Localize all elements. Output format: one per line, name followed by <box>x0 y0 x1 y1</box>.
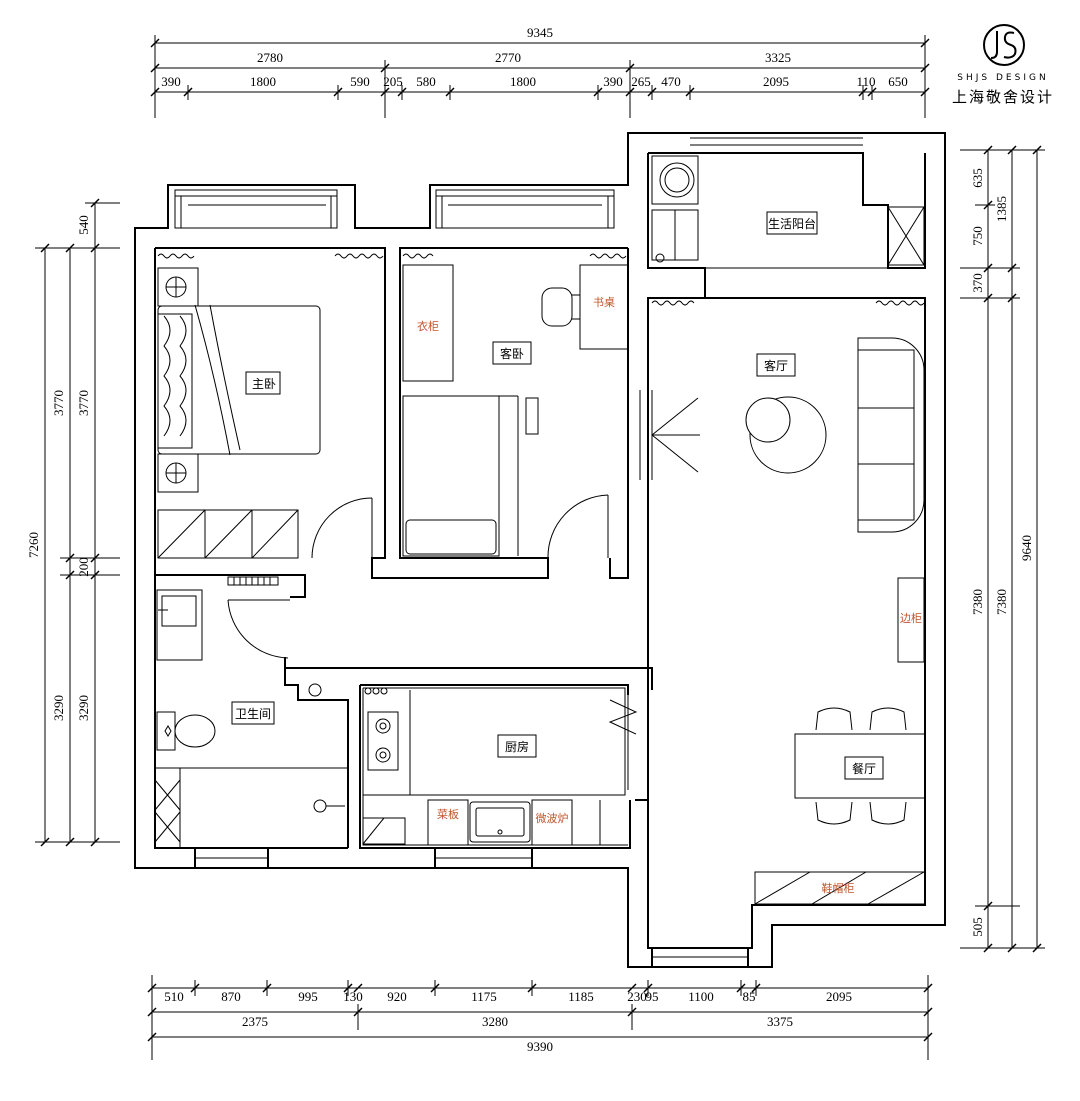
dim-right-a-1: 635 <box>970 168 985 188</box>
toilet <box>156 711 216 751</box>
room-kitchen: 厨房 <box>505 739 529 754</box>
dim-bottom-detail-5: 920 <box>387 989 407 1004</box>
dim-top-total: 9345 <box>527 25 553 40</box>
dim-bottom-detail-9: 95 <box>646 989 659 1004</box>
label-shoe-cabinet: 鞋帽柜 <box>822 881 855 895</box>
brand-logo: SHJS DESIGN 上海敬舍设计 <box>952 24 1054 106</box>
windows <box>174 137 888 958</box>
dim-left-b-1: 3770 <box>51 390 66 416</box>
dimension-labels-left: 7260 3770 3290 540 3770 200 3290 <box>26 215 91 721</box>
dimension-labels-top: 9345 2780 2770 3325 390 1800 590 205 580… <box>161 25 908 89</box>
dim-top-detail-2: 1800 <box>250 74 276 89</box>
dim-top-mid-3: 3325 <box>765 50 791 65</box>
balcony-cabinet <box>887 206 925 266</box>
guest-wardrobe <box>402 264 454 382</box>
room-living-room: 客厅 <box>764 358 788 373</box>
dim-right-b-1: 1385 <box>994 196 1009 222</box>
label-side-cabinet: 边柜 <box>900 612 922 625</box>
room-bathroom: 卫生间 <box>235 707 271 721</box>
dim-top-detail-3: 590 <box>350 74 370 89</box>
dim-bottom-detail-10: 1100 <box>688 989 714 1004</box>
shoe-cabinet <box>754 871 926 905</box>
dim-right-b-2: 7380 <box>994 589 1009 615</box>
sofa <box>857 337 925 533</box>
nightstand-bottom <box>157 453 199 493</box>
doors <box>227 390 700 790</box>
dim-left-total: 7260 <box>26 532 41 558</box>
master-bed <box>157 304 321 456</box>
dim-bottom-detail-1: 510 <box>164 989 184 1004</box>
room-master-bedroom: 主卧 <box>252 377 276 391</box>
master-wardrobe <box>157 509 299 559</box>
dim-top-detail-9: 470 <box>661 74 681 89</box>
dim-left-a-4: 3290 <box>76 695 91 721</box>
furniture-labels: 衣柜 书桌 边柜 菜板 微波炉 鞋帽柜 <box>417 296 922 895</box>
dim-bottom-detail-3: 995 <box>298 989 318 1004</box>
guest-desk <box>541 264 629 350</box>
dimension-labels-right: 635 750 370 7380 505 1385 7380 9640 <box>970 168 1034 937</box>
dim-bottom-mid-2: 3280 <box>482 1014 508 1029</box>
dim-top-detail-8: 265 <box>631 74 651 89</box>
dim-bottom-detail-11: 85 <box>743 989 756 1004</box>
guest-bed <box>402 395 539 557</box>
logo-cn: 上海敬舍设计 <box>952 88 1054 106</box>
dim-bottom-detail-12: 2095 <box>826 989 852 1004</box>
dim-right-a-2: 750 <box>970 226 985 246</box>
washbasin <box>156 589 203 661</box>
label-prep-counter: 菜板 <box>437 807 459 821</box>
label-microwave: 微波炉 <box>536 811 569 825</box>
dim-right-a-3: 370 <box>970 273 985 293</box>
dim-top-detail-6: 1800 <box>510 74 536 89</box>
dim-top-detail-4: 205 <box>383 74 403 89</box>
dim-bottom-mid-3: 3375 <box>767 1014 793 1029</box>
label-wardrobe: 衣柜 <box>417 319 439 333</box>
dim-bottom-total: 9390 <box>527 1039 553 1054</box>
dim-top-detail-5: 580 <box>416 74 436 89</box>
dim-bottom-detail-6: 1175 <box>471 989 497 1004</box>
walls <box>134 132 946 968</box>
dim-bottom-detail-4: 130 <box>343 989 363 1004</box>
dim-top-detail-12: 650 <box>888 74 908 89</box>
label-desk: 书桌 <box>593 296 615 309</box>
dim-top-mid-1: 2780 <box>257 50 283 65</box>
shower <box>154 683 348 848</box>
dim-top-detail-10: 2095 <box>763 74 789 89</box>
room-laundry-balcony: 生活阳台 <box>768 216 816 231</box>
dim-top-detail-1: 390 <box>161 74 181 89</box>
logo-en: SHJS DESIGN <box>957 73 1048 83</box>
room-labels: 主卧 客卧 生活阳台 客厅 卫生间 厨房 餐厅 <box>231 211 884 780</box>
nightstand-top <box>157 267 199 307</box>
dim-right-a-4: 7380 <box>970 589 985 615</box>
dim-left-a-1: 540 <box>76 215 91 235</box>
dim-right-a-5: 505 <box>970 917 985 937</box>
dim-right-total: 9640 <box>1019 535 1034 561</box>
washer-dryer <box>651 155 699 263</box>
dim-left-a-2: 3770 <box>76 390 91 416</box>
dim-bottom-detail-7: 1185 <box>568 989 594 1004</box>
dimension-labels-bottom: 510 870 995 130 920 1175 1185 230 95 110… <box>164 989 852 1054</box>
kitchen-counter <box>362 687 628 846</box>
dim-bottom-mid-1: 2375 <box>242 1014 268 1029</box>
dim-top-detail-11: 110 <box>856 74 875 89</box>
dim-bottom-detail-2: 870 <box>221 989 241 1004</box>
coffee-table <box>745 396 827 474</box>
dim-left-b-2: 3290 <box>51 695 66 721</box>
dim-bottom-detail-8: 230 <box>627 989 647 1004</box>
dim-top-mid-2: 2770 <box>495 50 521 65</box>
dim-top-detail-7: 390 <box>603 74 623 89</box>
dimension-ticks <box>40 38 1042 1042</box>
room-guest-bedroom: 客卧 <box>500 346 524 361</box>
dimension-lines <box>35 35 1045 1060</box>
dim-left-a-3: 200 <box>76 557 91 577</box>
side-cabinet <box>897 577 925 663</box>
curtains <box>157 253 925 586</box>
room-dining-room: 餐厅 <box>852 761 876 776</box>
dining-set <box>794 707 926 825</box>
